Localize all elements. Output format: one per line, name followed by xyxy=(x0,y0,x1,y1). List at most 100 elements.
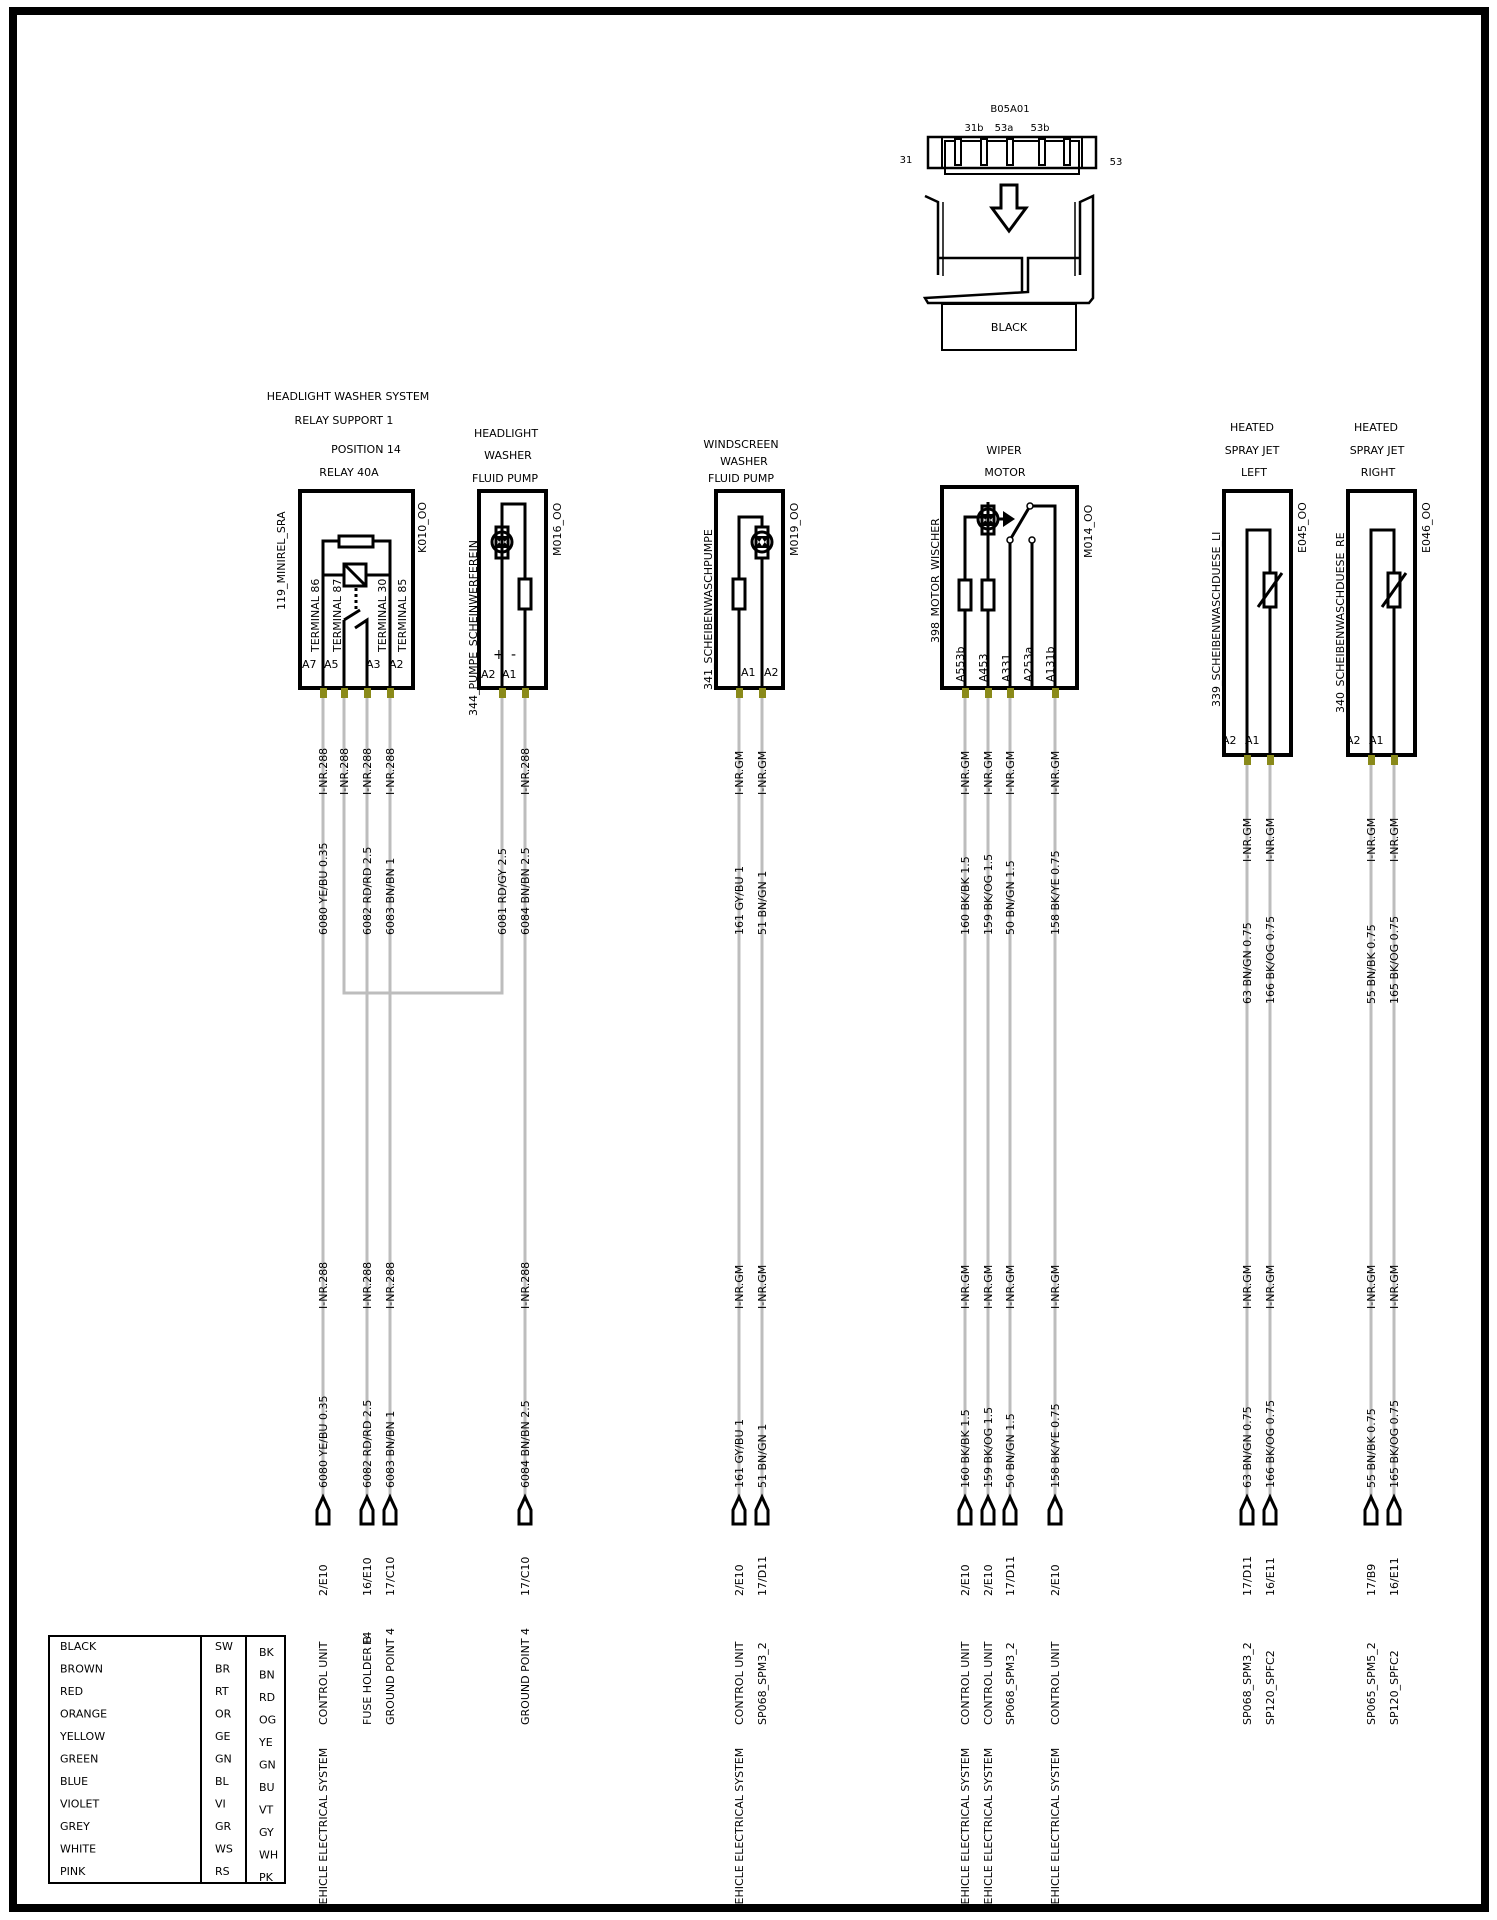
wire-tag: I-NR.GM xyxy=(1241,1265,1254,1309)
wire-label: 50 BN/GN 1.5 xyxy=(1004,860,1017,935)
hl-pump-pin: A1 xyxy=(502,668,517,681)
relay-header-line: POSITION 14 xyxy=(331,443,401,456)
legend-code-en: GY xyxy=(259,1826,274,1839)
wire-label: 6084 BN/BN 2.5 xyxy=(519,847,532,935)
wire-label: 50 BN/GN 1.5 xyxy=(1004,1413,1017,1488)
hl-pump-header-line: WASHER xyxy=(484,449,532,462)
wire-label: 6082 RD/RD 2.5 xyxy=(361,847,374,935)
wire-destination: SP065_SPM5_2 xyxy=(1365,1642,1378,1725)
hl-pump-plus: + xyxy=(493,647,505,663)
ws-pump-pin: A1 xyxy=(741,666,756,679)
wiper-header-line: WIPER xyxy=(986,444,1022,457)
hl-pump-header-line: FLUID PUMP xyxy=(472,472,538,485)
connector-id: B05A01 xyxy=(990,104,1029,115)
wire-tag: I-NR.GM xyxy=(1264,1265,1277,1309)
ws-pump-header-line: FLUID PUMP xyxy=(708,472,774,485)
legend-code-de: VI xyxy=(215,1798,226,1811)
jet-right-pin: A1 xyxy=(1369,734,1384,747)
wire-tag: I-NR.GM xyxy=(1264,818,1277,862)
wire-label: 166 BK/OG 0.75 xyxy=(1264,1400,1277,1488)
wire-location: 2/E10 xyxy=(982,1564,995,1596)
wire-tag: I-NR.GM xyxy=(733,1265,746,1309)
component-headers: HEADLIGHT WASHER SYSTEM RELAY SUPPORT 1 … xyxy=(267,390,1405,485)
legend-color-name: ORANGE xyxy=(60,1708,107,1721)
wire-termination-icon xyxy=(315,1493,331,1526)
wire-location: 17/C10 xyxy=(384,1557,397,1596)
pin-studs xyxy=(320,688,1398,765)
wire-destination-system: VEHICLE ELECTRICAL SYSTEM xyxy=(733,1748,746,1912)
connector-pin-label: 31b xyxy=(964,123,983,134)
wire-location: 17/C10 xyxy=(519,1557,532,1596)
wire-destination-system: VEHICLE ELECTRICAL SYSTEM xyxy=(982,1748,995,1912)
jet-left-header-line: LEFT xyxy=(1241,466,1267,479)
hl-pump-minus: - xyxy=(511,647,516,663)
wire-destination: CONTROL UNIT xyxy=(959,1641,972,1725)
wire-label: 6083 BN/BN 1 xyxy=(384,1411,397,1488)
wire-location: 16/E10 xyxy=(361,1557,374,1596)
wire-extra: F4 xyxy=(361,1632,374,1645)
wiper-name: 398_MOTOR_WISCHER xyxy=(929,518,942,643)
jet-right-code: E046_OO xyxy=(1420,502,1433,553)
jet-left-pin: A1 xyxy=(1245,734,1260,747)
wire-label: 158 BK/YE 0.75 xyxy=(1049,850,1062,935)
wire-destination: GROUND POINT 4 xyxy=(519,1628,532,1725)
wire-termination-icon xyxy=(1386,1493,1402,1526)
legend-code-en: BN xyxy=(259,1669,275,1682)
legend-code-de: RT xyxy=(215,1685,229,1698)
relay-code: K010_OO xyxy=(416,502,429,553)
legend-code-de: GR xyxy=(215,1820,232,1833)
legend-code-en: GN xyxy=(259,1759,276,1772)
legend-code-en: YE xyxy=(258,1736,273,1749)
wire-location: 2/E10 xyxy=(959,1564,972,1596)
wire-label: 160 BK/BK 1.5 xyxy=(959,856,972,935)
wire-destination: CONTROL UNIT xyxy=(733,1641,746,1725)
jet-right-header-line: RIGHT xyxy=(1361,466,1396,479)
wire-label: 63 BN/GN 0.75 xyxy=(1241,1406,1254,1488)
jet-left-header-line: SPRAY JET xyxy=(1225,444,1280,457)
legend-code-en: WH xyxy=(259,1849,278,1862)
wire-tag: I-NR.288 xyxy=(317,1262,330,1309)
spray-jet-left-e045: 339_SCHEIBENWASCHDUESE_LI E045_OO A2 A1 xyxy=(1210,489,1309,757)
wiper-code: M014_OO xyxy=(1082,504,1095,558)
wire-label: 161 GY/BU 1 xyxy=(733,866,746,935)
legend-code-de: WS xyxy=(215,1843,233,1856)
wire-label: 6080 YE/BU 0.35 xyxy=(317,1396,330,1488)
wire-label: 55 BN/BK 0.75 xyxy=(1365,1408,1378,1488)
wire-destination: SP068_SPM3_2 xyxy=(1241,1642,1254,1725)
wire-termination-icon xyxy=(382,1493,398,1526)
connector-pin-label: 53b xyxy=(1030,123,1049,134)
legend-color-name: WHITE xyxy=(60,1843,96,1856)
wire-label: 51 BN/GN 1 xyxy=(756,1424,769,1488)
wire-tag: I-NR.GM xyxy=(756,1265,769,1309)
wire-location: 17/D11 xyxy=(1004,1556,1017,1596)
spray-jet-right-e046: 340_SCHEIBENWASCHDUESE_RE E046_OO A2 A1 xyxy=(1334,489,1433,757)
jet-right-name: 340_SCHEIBENWASCHDUESE_RE xyxy=(1334,532,1347,713)
relay-header-line: HEADLIGHT WASHER SYSTEM xyxy=(267,390,430,403)
legend-color-name: BLUE xyxy=(60,1775,88,1788)
relay-name: 119_MINIREL_SRA xyxy=(275,511,288,610)
headlight-pump-m016: 344_PUMPE_SCHEINWERFEREIN M016_OO + - A2… xyxy=(467,489,564,716)
wire-location: 2/E10 xyxy=(1049,1564,1062,1596)
wire-tag: I-NR.288 xyxy=(317,748,330,795)
wire-label: 51 BN/GN 1 xyxy=(756,871,769,935)
ws-pump-pin: A2 xyxy=(764,666,779,679)
wire-location: 17/D11 xyxy=(1241,1556,1254,1596)
wire-location: 17/B9 xyxy=(1365,1564,1378,1596)
wire-label: 6084 BN/BN 2.5 xyxy=(519,1400,532,1488)
wire-tag: I-NR.GM xyxy=(1241,818,1254,862)
wire-destination-system: VEHICLE ELECTRICAL SYSTEM xyxy=(959,1748,972,1912)
wire-label: 63 BN/GN 0.75 xyxy=(1241,922,1254,1004)
wire-tag: I-NR.288 xyxy=(384,748,397,795)
wiper-header-line: MOTOR xyxy=(984,466,1026,479)
legend-code-de: OR xyxy=(215,1708,232,1721)
wire-destination: SP068_SPM3_2 xyxy=(1004,1642,1017,1725)
wire-label: 161 GY/BU 1 xyxy=(733,1419,746,1488)
wire-label: 158 BK/YE 0.75 xyxy=(1049,1403,1062,1488)
legend-code-de: GN xyxy=(215,1753,232,1766)
legend-code-en: OG xyxy=(259,1714,276,1727)
legend-code-en: VT xyxy=(259,1804,274,1817)
relay-terminal-label: TERMINAL 87 xyxy=(331,579,344,653)
